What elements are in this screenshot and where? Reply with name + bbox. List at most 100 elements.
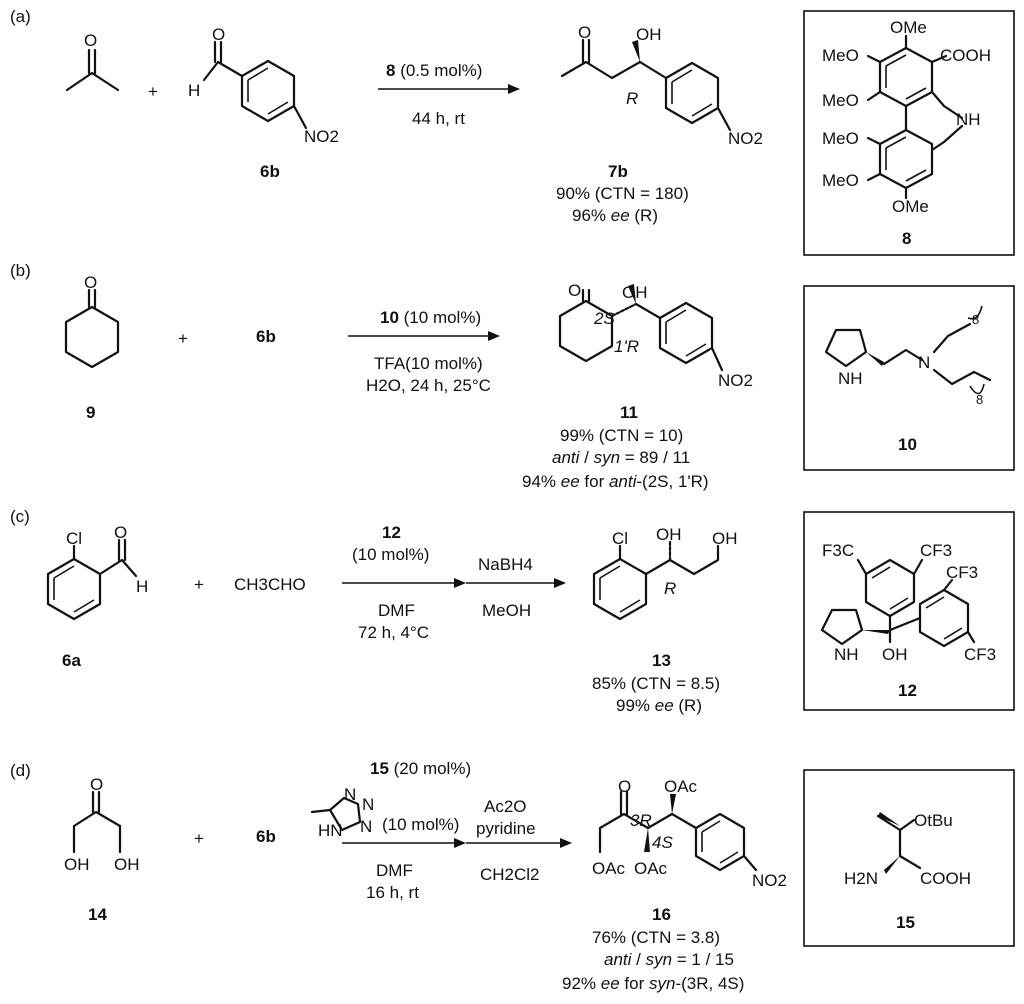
aldehyde-6a-h: H xyxy=(136,577,148,596)
ee-16: 92% ee for syn-(3R, 4S) xyxy=(562,974,744,993)
acetone-o: O xyxy=(84,31,97,50)
cat10-n: N xyxy=(918,353,930,372)
tetrazole-n-3: N xyxy=(360,817,372,836)
cat8-ome-bottom: OMe xyxy=(892,197,929,216)
product-16-no2: NO2 xyxy=(752,871,787,890)
acetone-structure: O xyxy=(65,31,120,92)
cat12-f3c: F3C xyxy=(822,541,854,560)
catalyst-8-box xyxy=(803,10,1015,256)
product-11-no2: NO2 xyxy=(718,371,753,390)
product-13-cl: Cl xyxy=(612,529,628,548)
cat8-cooh: COOH xyxy=(940,46,991,65)
tetrazole-n-2: N xyxy=(362,795,374,814)
label-7b: 7b xyxy=(608,162,628,181)
cyclohexanone-o: O xyxy=(84,273,97,292)
yield-7b: 90% (CTN = 180) xyxy=(556,184,689,203)
product-16-oac-2: OAc xyxy=(634,859,668,878)
cat12-nh: NH xyxy=(834,645,859,664)
cond-d-catalyst: 15 (20 mol%) xyxy=(370,759,471,778)
dha-oh-1: OH xyxy=(64,855,90,874)
cat8-meo-3: MeO xyxy=(822,129,859,148)
dha-oh-2: OH xyxy=(114,855,140,874)
label-14: 14 xyxy=(88,905,107,924)
panel-a-tag: (a) xyxy=(10,7,31,26)
panel-d-tag: (d) xyxy=(10,761,31,780)
yield-13: 85% (CTN = 8.5) xyxy=(592,674,720,693)
cat10-n8-top: 8 xyxy=(972,312,979,327)
yield-16: 76% (CTN = 3.8) xyxy=(592,928,720,947)
product-13-oh-1: OH xyxy=(656,525,682,544)
aldehyde-6b-structure: O H NO2 xyxy=(188,25,339,146)
catalyst-8-structure: OMe MeO COOH MeO NH MeO MeO OMe xyxy=(822,18,991,216)
cond-d-time: 16 h, rt xyxy=(366,883,419,902)
label-6b-b: 6b xyxy=(256,327,276,346)
catalyst-12-box xyxy=(803,511,1015,711)
cond-c-catalyst-loading: (10 mol%) xyxy=(352,545,429,564)
catalyst-10-structure: NH N 8 8 xyxy=(824,305,992,407)
aldehyde-o: O xyxy=(212,25,225,44)
label-6b-d: 6b xyxy=(256,827,276,846)
aldehyde-6a-cl: Cl xyxy=(66,529,82,548)
acetaldehyde: CH3CHO xyxy=(234,575,306,594)
catalyst-15-structure: OtBu H2N COOH xyxy=(844,811,971,888)
product-7b-no2: NO2 xyxy=(728,129,763,148)
catalyst-15-box xyxy=(803,769,1015,947)
cat8-ome-top: OMe xyxy=(890,18,927,37)
aldehyde-6a-structure: Cl O H xyxy=(46,523,148,621)
cat10-n8-bottom: 8 xyxy=(976,392,983,407)
product-7b-o: O xyxy=(578,23,591,42)
label-16: 16 xyxy=(652,905,671,924)
product-16-oac-3: OAc xyxy=(664,777,698,796)
cat12-cf3-2: CF3 xyxy=(946,563,978,582)
product-11-structure: O 2S OH 1'R NO2 xyxy=(558,281,753,390)
product-13-structure: Cl OH R OH xyxy=(592,525,738,621)
aldehyde-h: H xyxy=(188,81,200,100)
stereo-4s: 4S xyxy=(652,833,673,852)
label-15: 15 xyxy=(896,913,915,932)
label-12: 12 xyxy=(898,681,917,700)
dr-16: anti / syn = 1 / 15 xyxy=(604,950,734,969)
cat12-oh: OH xyxy=(882,645,908,664)
stereo-1r: 1'R xyxy=(614,337,639,356)
panel-c-tag: (c) xyxy=(10,507,30,526)
cond-b-acid: TFA(10 mol%) xyxy=(374,354,483,373)
dr-11: anti / syn = 89 / 11 xyxy=(552,448,690,467)
product-11-o: O xyxy=(568,281,581,300)
product-13-oh-2: OH xyxy=(712,529,738,548)
plus-c: + xyxy=(194,575,204,594)
cond-b-time: H2O, 24 h, 25°C xyxy=(366,376,491,395)
cond-d-reagent-2: pyridine xyxy=(476,819,536,838)
panel-b-tag: (b) xyxy=(10,261,31,280)
ee-13: 99% ee (R) xyxy=(616,696,702,715)
cat8-nh: NH xyxy=(956,110,981,129)
panel-a: (a) O + O H NO2 6b 8 (0.5 mol%) xyxy=(10,7,1015,256)
product-7b-oh: OH xyxy=(636,25,662,44)
product-16-o: O xyxy=(618,777,631,796)
label-10: 10 xyxy=(898,435,917,454)
dha-o: O xyxy=(90,775,103,794)
ee-7b: 96% ee (R) xyxy=(572,206,658,225)
product-7b-r: R xyxy=(626,89,638,108)
product-13-r: R xyxy=(664,579,676,598)
plus-d: + xyxy=(194,829,204,848)
product-16-oac-1: OAc xyxy=(592,859,626,878)
cond-c-reductant-solvent: MeOH xyxy=(482,601,531,620)
cond-d-reagent-1: Ac2O xyxy=(484,797,527,816)
product-7b-structure: O OH R NO2 xyxy=(560,23,763,148)
yield-11: 99% (CTN = 10) xyxy=(560,426,683,445)
product-11-oh: OH xyxy=(622,283,648,302)
product-16-structure: O OAc 3R OAc 4S OAc NO2 xyxy=(592,777,787,890)
plus-a: + xyxy=(148,82,158,101)
cat15-h2n: H2N xyxy=(844,869,878,888)
catalyst-10-box xyxy=(803,285,1015,471)
stereo-2s: 2S xyxy=(593,309,615,328)
tetrazole-structure: N N N HN xyxy=(310,785,374,840)
cat8-meo-4: MeO xyxy=(822,171,859,190)
catalyst-12-structure: F3C CF3 CF3 CF3 NH OH xyxy=(820,541,996,664)
cond-c-time: 72 h, 4°C xyxy=(358,623,429,642)
cond-d-additive: (10 mol%) xyxy=(382,815,459,834)
panel-c: (c) Cl O H 6a + CH3CHO 12 (10 mol%) DMF … xyxy=(10,507,1015,715)
cond-c-reductant: NaBH4 xyxy=(478,555,533,574)
cat8-meo-1: MeO xyxy=(822,46,859,65)
